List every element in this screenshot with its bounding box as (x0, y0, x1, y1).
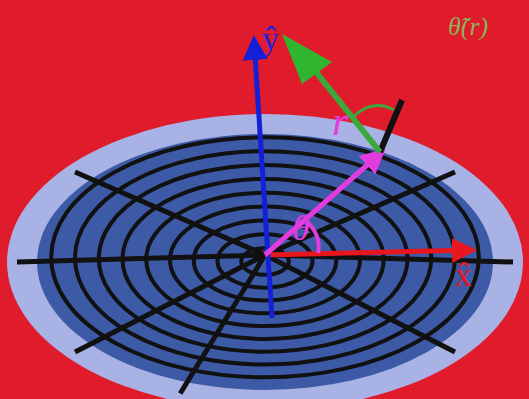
outer-rim (7, 114, 523, 399)
rotated-arrow-shaft (316, 72, 380, 152)
spoke (75, 172, 265, 255)
rotated-arrow-head (282, 34, 332, 84)
y-axis-arrow (254, 40, 272, 318)
x-axis-arrow (265, 250, 472, 255)
spoke (265, 172, 455, 255)
angle-label: θ (292, 210, 310, 246)
radius-label: r (332, 100, 348, 142)
spoke (265, 255, 455, 352)
tilde-theta-arc (352, 106, 394, 119)
r-arrow (265, 152, 382, 255)
x-axis-label: x̂ (455, 258, 472, 292)
spoke (17, 255, 265, 262)
y-axis-label: ŷ (262, 22, 279, 56)
spoke (180, 255, 265, 394)
rotation-label: θ̃(r) (448, 14, 488, 40)
